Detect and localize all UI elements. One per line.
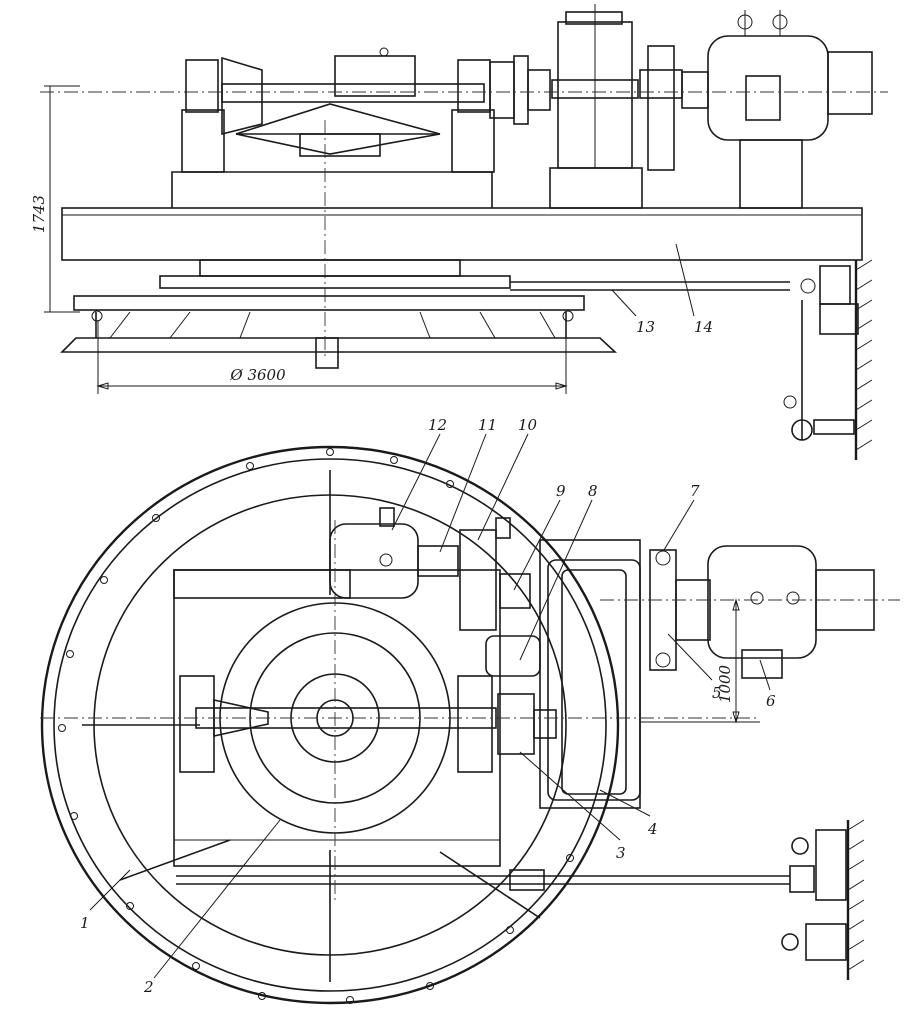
slewing-ring <box>199 259 461 277</box>
main-beam <box>61 207 863 261</box>
callout-10: 10 <box>518 416 538 434</box>
left-bearing-cap <box>185 59 219 113</box>
callout-3: 3 <box>616 844 626 862</box>
outer-ring <box>40 445 620 1005</box>
electric-motor <box>707 35 829 141</box>
callout-12: 12 <box>428 416 447 434</box>
callout-8: 8 <box>588 482 598 500</box>
callout-5: 5 <box>712 684 722 702</box>
gearbox-base <box>549 167 643 209</box>
plan-view: 1000 1 2 3 4 5 6 7 8 9 10 11 12 <box>40 416 900 1005</box>
callout-13: 13 <box>636 318 655 336</box>
reducer-10 <box>459 529 497 631</box>
right-bearing-cap <box>457 59 491 113</box>
motor-pedestal <box>739 139 803 209</box>
bearing-right-plan <box>457 675 493 773</box>
diameter-dimension: Ø 3600 <box>229 366 286 384</box>
offset-dimension: 1000 <box>716 664 734 703</box>
callout-2: 2 <box>143 978 154 996</box>
handwheel-plan-lower <box>781 933 799 951</box>
motor-fan-cover <box>827 51 873 115</box>
wheel-spokes <box>82 470 541 982</box>
coupling-9 <box>499 573 531 609</box>
main-shaft <box>221 83 485 103</box>
handwheel-plan-upper <box>791 837 809 855</box>
unit-8 <box>485 635 541 677</box>
callout-7: 7 <box>690 482 700 500</box>
cone-drum <box>221 56 263 136</box>
brake-5 <box>649 549 677 671</box>
callout-11: 11 <box>478 416 497 434</box>
coupling-3 <box>497 693 535 755</box>
drive-base-plinth <box>171 171 493 208</box>
coupling-11 <box>417 545 459 577</box>
handwheel-elevation <box>791 419 813 441</box>
callout-14: 14 <box>694 318 713 336</box>
callout-9: 9 <box>556 482 566 500</box>
motor-12 <box>329 523 419 599</box>
central-housing <box>334 55 416 97</box>
callout-leaders <box>89 433 771 979</box>
callout-6: 6 <box>766 692 776 710</box>
turntable-frame <box>60 337 618 353</box>
brake-unit <box>647 45 675 171</box>
left-bearing-housing <box>181 109 225 173</box>
inner-ring <box>53 458 607 992</box>
callout-1: 1 <box>80 914 90 932</box>
turntable-top <box>73 295 585 311</box>
cross-frame <box>235 103 441 155</box>
height-dimension: 1743 <box>30 195 48 233</box>
callout-4: 4 <box>647 820 658 838</box>
right-bearing-housing <box>451 109 495 173</box>
ring-bolts <box>58 448 574 1004</box>
bearing-left-plan <box>179 675 215 773</box>
elevation-view: 1743 Ø 3600 13 14 <box>30 4 888 460</box>
